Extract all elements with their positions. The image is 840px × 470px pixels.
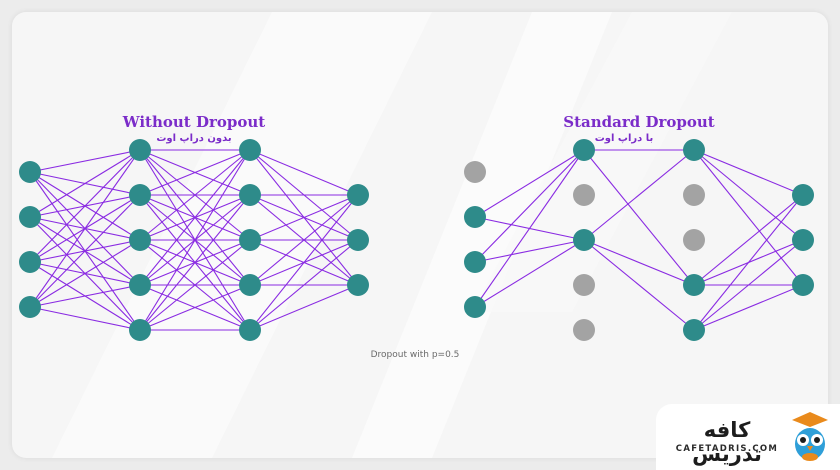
neuron-node [129,274,151,296]
dropped-neuron-node [683,229,705,251]
neuron-node [239,274,261,296]
dropped-neuron-node [573,184,595,206]
neuron-node [347,274,369,296]
owl-logo-icon [792,412,828,461]
edge-left [29,149,141,308]
dropout-diagram: Without Dropout بدون دراپ اوت Standard D… [19,113,814,360]
neuron-node [464,251,486,273]
neuron-node [683,139,705,161]
edge-left [139,149,251,286]
edge-left [249,194,359,331]
left-network-edges [29,149,359,331]
edge-right [583,239,695,286]
neuron-node [347,184,369,206]
edge-right [693,149,804,241]
edge-left [139,284,251,331]
edge-left [29,239,141,308]
brand-name: کافه تدریس [692,418,762,466]
dropped-neuron-node [573,274,595,296]
neuron-node [239,139,261,161]
edge-right [693,284,804,331]
dropped-neuron-node [683,184,705,206]
right-network-subtitle: با دراپ اوت [595,133,654,144]
edge-right [474,239,585,308]
neuron-node [239,319,261,341]
left-network-title: Without Dropout [122,113,265,131]
edge-right [693,239,804,331]
right-network-edges [474,149,804,331]
network-nodes [19,139,814,341]
neuron-node [239,229,261,251]
neuron-node [129,184,151,206]
edge-left [249,284,359,331]
diagram-caption: Dropout with p=0.5 [371,350,460,360]
brand-logo: کافه تدریس CAFETADRIS.COM [656,404,840,470]
edge-left [139,239,251,331]
neuron-node [792,229,814,251]
neuron-node [792,184,814,206]
edge-left [249,194,359,286]
edge-left [29,284,141,308]
neuron-node [19,161,41,183]
edge-left [249,149,359,196]
edge-right [474,149,585,308]
edge-right [693,149,804,196]
neuron-node [464,296,486,318]
edge-left [29,149,141,263]
edge-right [583,239,695,331]
edge-left [249,239,359,331]
neuron-node [683,319,705,341]
dropped-neuron-node [464,161,486,183]
neuron-node [239,184,261,206]
edge-right [583,149,695,286]
edge-right [583,149,695,241]
edge-left [139,149,251,331]
neuron-node [129,319,151,341]
edge-left [139,149,251,196]
edge-left [29,149,141,173]
neuron-node [129,229,151,251]
edge-right [693,194,804,331]
edge-left [249,194,359,241]
edge-right [474,149,585,218]
neuron-node [573,229,595,251]
edge-left [29,194,141,308]
edge-left [29,149,141,218]
edge-right [693,194,804,286]
edge-right [693,149,804,286]
neuron-node [19,251,41,273]
neuron-node [464,206,486,228]
edge-left [139,194,251,331]
neuron-node [347,229,369,251]
content-card: Without Dropout بدون دراپ اوت Standard D… [12,12,828,458]
neuron-node [19,206,41,228]
neuron-node [573,139,595,161]
neuron-node [129,139,151,161]
right-network-title: Standard Dropout [563,113,715,131]
left-network-subtitle: بدون دراپ اوت [156,133,231,144]
edge-left [139,149,251,241]
neuron-node [19,296,41,318]
neuron-node [683,274,705,296]
brand-domain: CAFETADRIS.COM [675,444,779,454]
edge-right [474,149,585,263]
neuron-node [792,274,814,296]
edge-right [474,239,585,263]
dropped-neuron-node [573,319,595,341]
edge-left [29,306,141,331]
